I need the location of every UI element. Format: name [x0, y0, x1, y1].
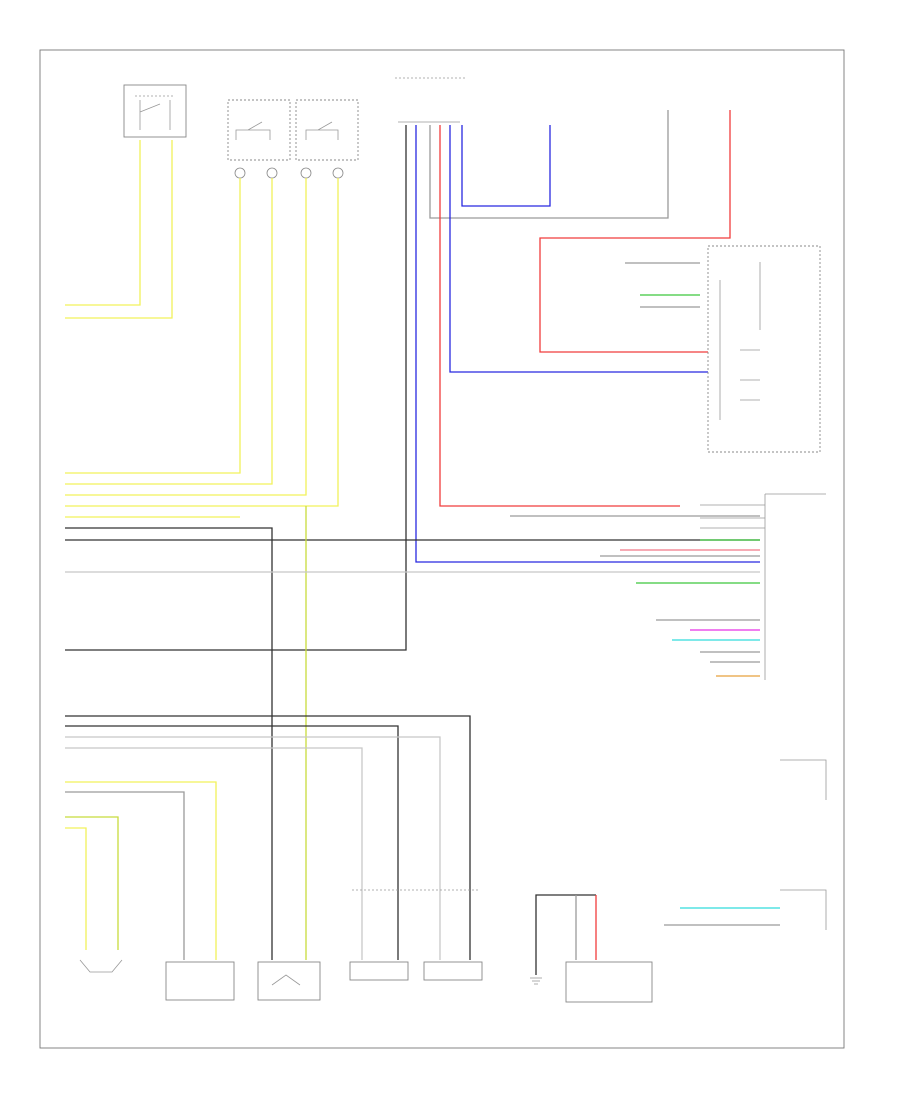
front-speaker-bracket [780, 759, 827, 800]
wire-gray-low [65, 791, 185, 960]
wire-black-h1 [65, 527, 273, 960]
bottom-box-5 [565, 961, 653, 1003]
top-left-switch [123, 84, 187, 138]
top-connector-bank [395, 77, 528, 123]
wire-blue-mid [449, 125, 718, 373]
wire-lightgray-low1 [65, 736, 441, 960]
bottom-box-2 [257, 961, 321, 1001]
mirror-switch-left [227, 99, 291, 161]
wire-red-top [539, 110, 731, 353]
rear-speaker-bracket [780, 889, 827, 930]
bottom-box-4 [423, 961, 483, 981]
wire-gray-top [429, 110, 669, 219]
wire-yellow-5 [65, 178, 307, 496]
bottom-box-3 [349, 961, 409, 981]
wire-yellow-low2 [65, 827, 87, 950]
wire-blue-top [461, 125, 551, 207]
wire-black-low2 [65, 725, 399, 960]
wire-yellow-6 [65, 178, 339, 507]
wire-yellow-4 [65, 178, 273, 485]
right-connector-block [700, 493, 826, 680]
bottom-speaker-left [79, 959, 123, 973]
wire-black-low1 [65, 715, 471, 960]
combination-meter [707, 245, 821, 453]
wire-yellow-3 [65, 178, 241, 474]
wire-yellow-1 [65, 140, 141, 306]
wire-blue-drop [415, 125, 760, 563]
ground-symbol [530, 977, 542, 985]
mirror-switch-right [295, 99, 359, 161]
wire-red-drop [439, 125, 680, 507]
wire-black-drop [65, 125, 407, 651]
wire-yellow-2 [65, 140, 173, 319]
diagram-frame [39, 49, 845, 1049]
wire-yellow-low [65, 781, 217, 960]
wire-yellow-green-low [65, 816, 119, 950]
mirror-switch-terminals [234, 167, 344, 179]
bottom-box-1 [165, 961, 235, 1001]
wire-lightgray-low2 [65, 747, 363, 960]
